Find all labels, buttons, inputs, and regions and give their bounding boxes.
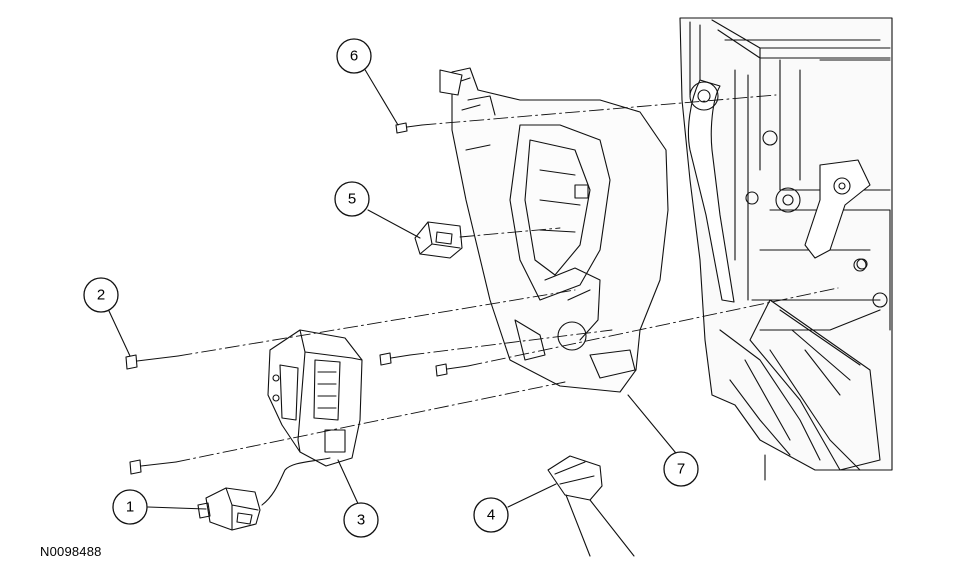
actuator-bracket — [439, 67, 669, 393]
callout-7: 7 — [663, 451, 699, 487]
bolts — [125, 122, 469, 475]
callout-3: 3 — [343, 502, 379, 538]
retaining-clip — [414, 221, 463, 259]
callout-4: 4 — [473, 497, 509, 533]
callout-number: 5 — [348, 191, 356, 208]
callout-number: 4 — [487, 507, 495, 524]
callout-6: 6 — [336, 38, 372, 74]
callout-2: 2 — [83, 277, 119, 313]
actuator-motor — [261, 329, 363, 506]
callout-number: 3 — [357, 512, 365, 529]
callout-5: 5 — [334, 181, 370, 217]
leader-lines — [108, 67, 681, 510]
callout-number: 6 — [350, 48, 358, 65]
callouts: 1 2 3 4 5 6 7 — [83, 38, 699, 538]
heater-housing — [679, 17, 893, 481]
hose — [547, 455, 635, 557]
callout-number: 2 — [97, 287, 105, 304]
callout-number: 7 — [677, 461, 685, 478]
electrical-connector — [197, 487, 261, 531]
installation-lines — [175, 94, 839, 463]
callout-1: 1 — [112, 489, 148, 525]
callout-number: 1 — [126, 499, 134, 516]
figure-id: N0098488 — [40, 544, 102, 559]
